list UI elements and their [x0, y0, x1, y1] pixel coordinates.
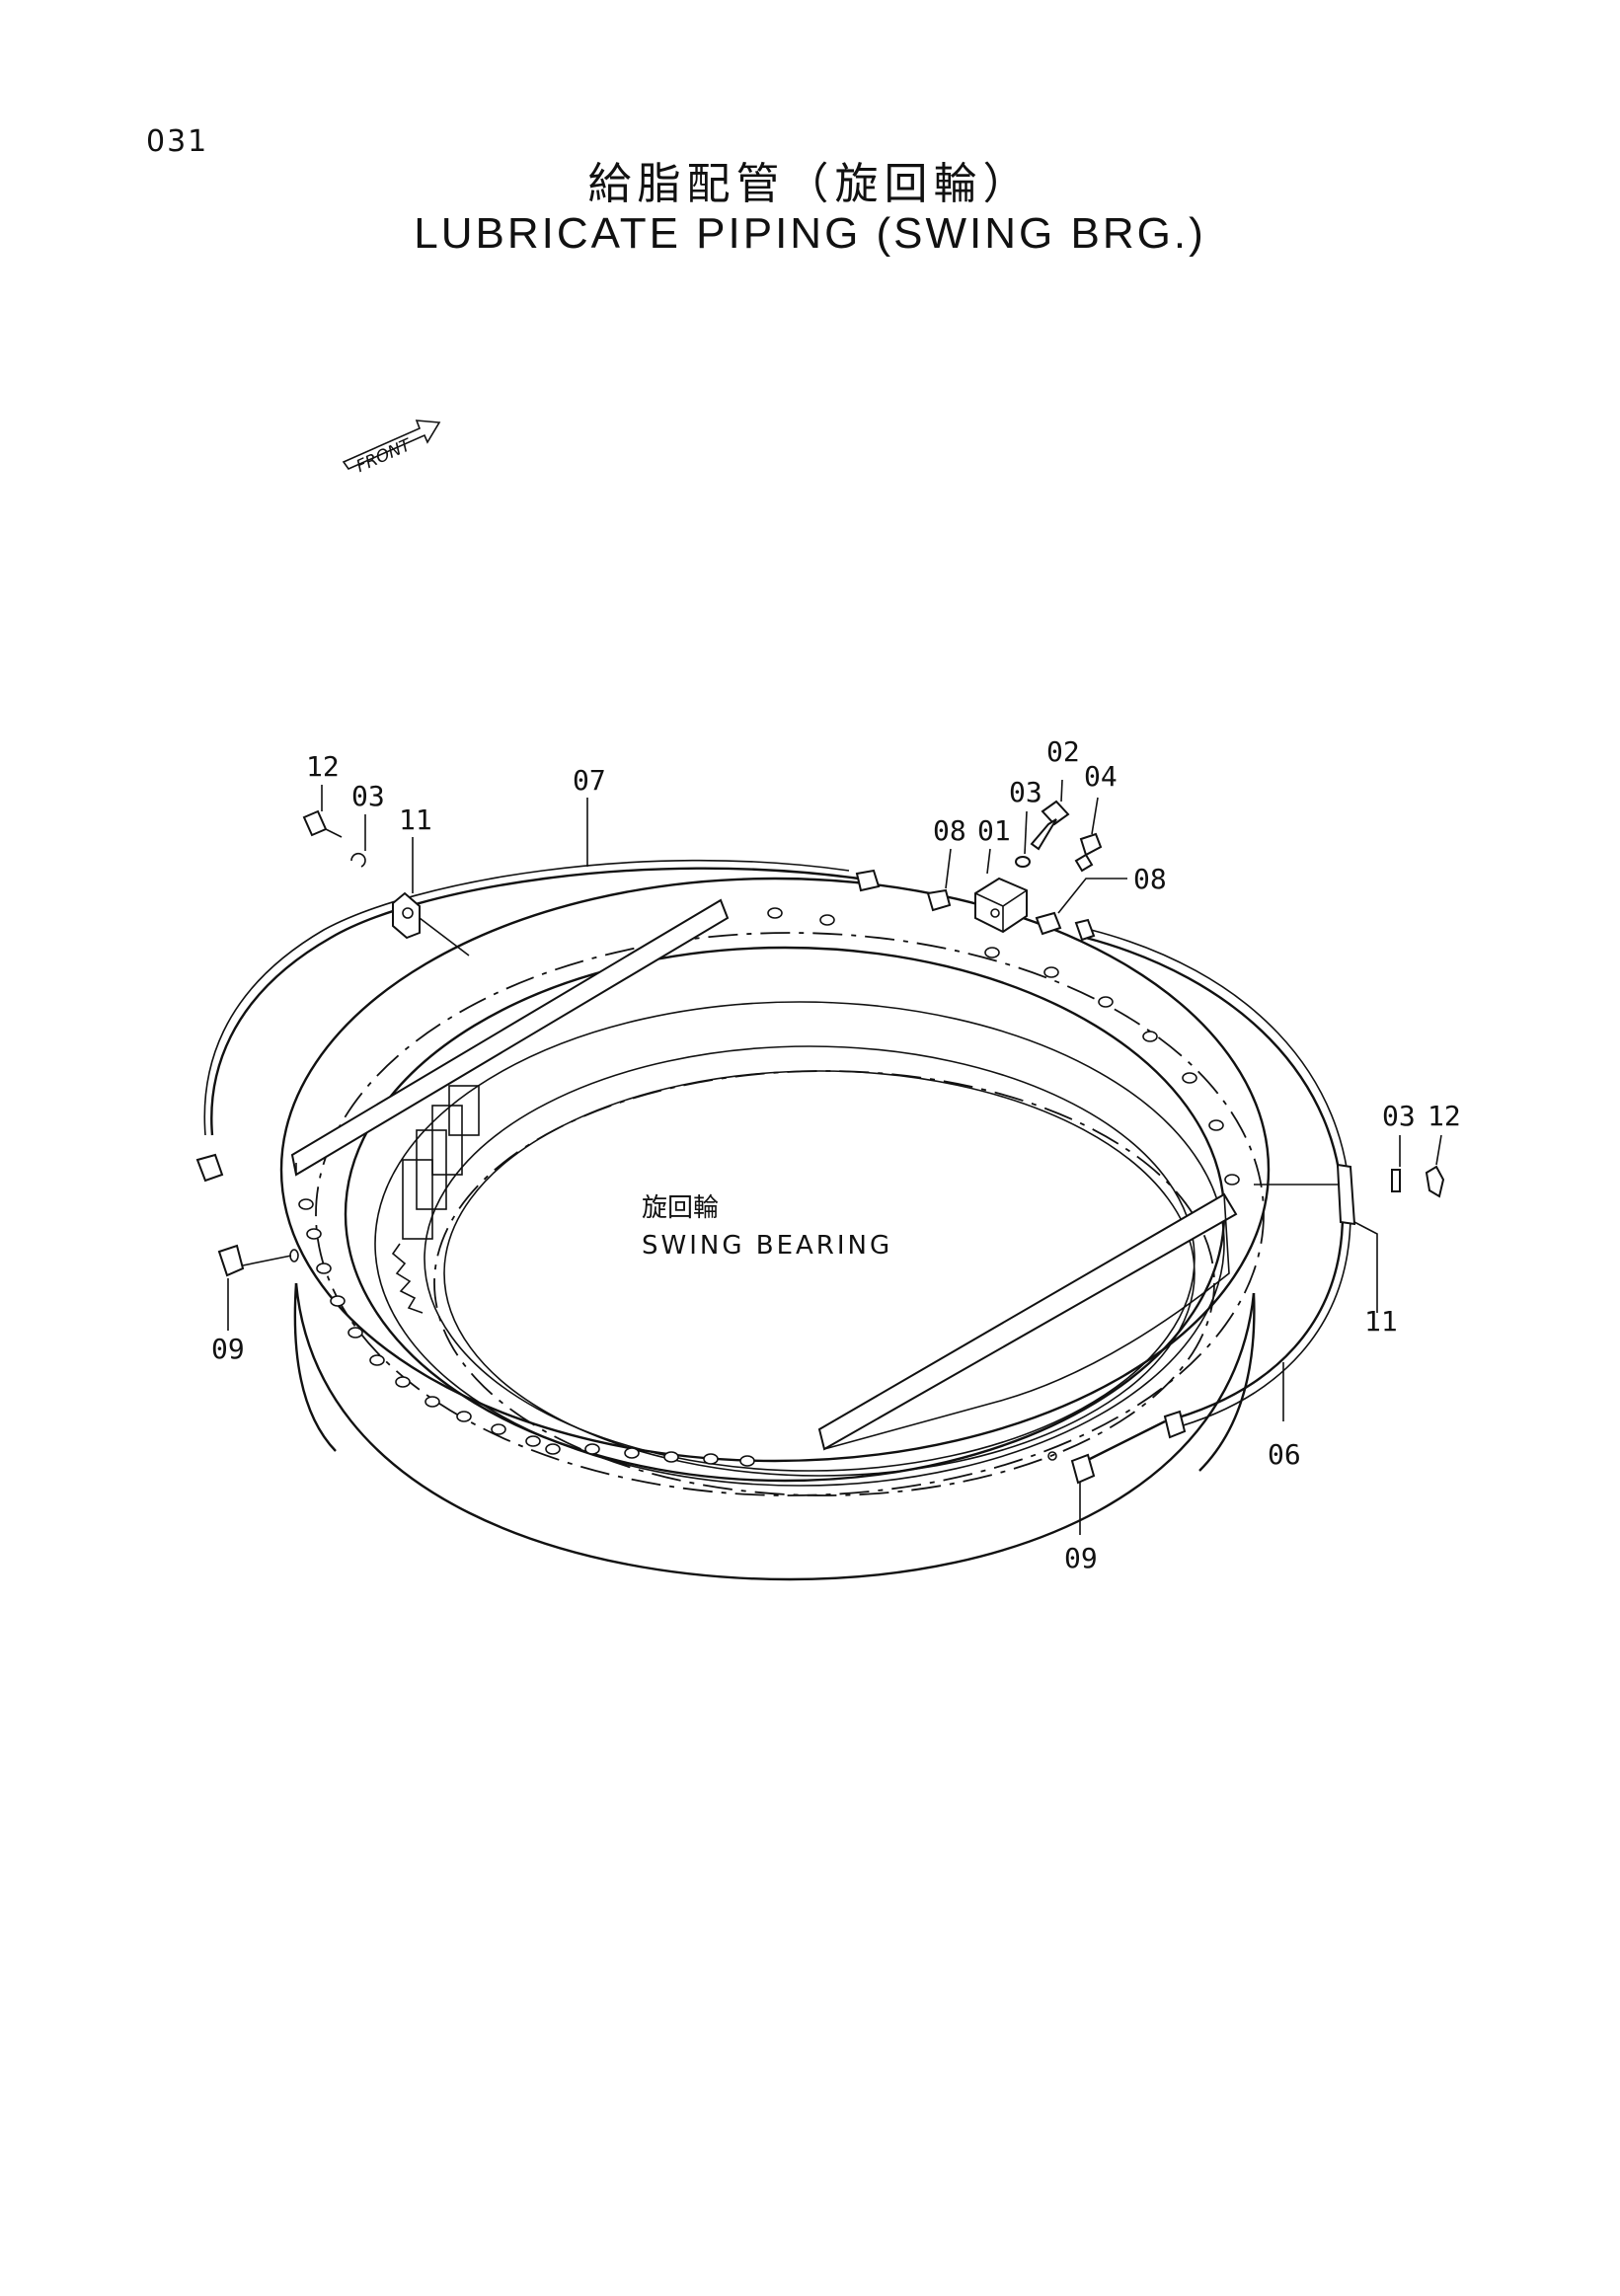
callout-07: 07 [573, 764, 606, 797]
fitting-nut-right [1163, 1410, 1187, 1439]
callout-06: 06 [1268, 1438, 1301, 1471]
fitting-08-left [926, 888, 952, 912]
callout-03-right: 03 [1382, 1100, 1416, 1132]
fitting-09-bottom-elbow [1047, 1451, 1096, 1485]
page-title-japanese: 給脂配管（旋回輪） [587, 159, 1033, 209]
front-label: FRONT [353, 434, 416, 477]
pipe-07 [203, 859, 860, 1136]
fitting-03-top-washer [1015, 856, 1031, 868]
swing-bearing-label-english: SWING BEARING [642, 1231, 892, 1261]
callout-08-right: 08 [1133, 863, 1167, 895]
page-title-english: LUBRICATE PIPING (SWING BRG.) [414, 209, 1206, 258]
fitting-12-right-plug [1425, 1165, 1445, 1198]
fitting-03-right-washer [1391, 1169, 1401, 1192]
leader-lines [227, 779, 1442, 1535]
fitting-02-bolt [1030, 800, 1070, 851]
callout-09-bottom: 09 [1064, 1542, 1098, 1574]
callout-labels: 12 03 11 07 08 01 03 02 04 08 03 12 11 0… [211, 735, 1461, 1574]
callout-03-left: 03 [351, 780, 385, 812]
fitting-nut-left [195, 1153, 224, 1183]
front-arrow-icon: FRONT [342, 420, 441, 477]
cover-plate-left [290, 898, 730, 1177]
fitting-03-left-washer [350, 852, 366, 868]
fitting-08-right [1035, 911, 1096, 942]
callout-04: 04 [1084, 760, 1118, 793]
callout-01: 01 [977, 814, 1011, 847]
cover-plate-right [817, 1192, 1238, 1451]
bolt-holes [298, 907, 1240, 1467]
fitting-11-right-clamp [1254, 1163, 1356, 1226]
fitting-04-grease-nipple [1074, 832, 1103, 873]
gear-teeth [391, 1085, 480, 1314]
callout-09-left: 09 [211, 1333, 245, 1365]
fitting-12-left-plug [302, 809, 343, 838]
callout-11-left: 11 [399, 804, 432, 836]
fitting-nut-top [855, 869, 881, 892]
page-number: 031 [146, 124, 209, 159]
fitting-11-left-clamp [392, 891, 470, 957]
swing-bearing-ring [279, 877, 1271, 1581]
callout-08-left: 08 [933, 814, 966, 847]
fitting-01-block [974, 877, 1028, 934]
callout-03-top: 03 [1009, 776, 1042, 808]
callout-11-right: 11 [1364, 1305, 1398, 1338]
callout-02: 02 [1046, 735, 1080, 768]
callout-12-right: 12 [1427, 1100, 1461, 1132]
swing-bearing-label-japanese: 旋回輪 [642, 1193, 719, 1223]
fitting-09-left-elbow [217, 1244, 299, 1277]
callout-12-left: 12 [306, 750, 340, 783]
